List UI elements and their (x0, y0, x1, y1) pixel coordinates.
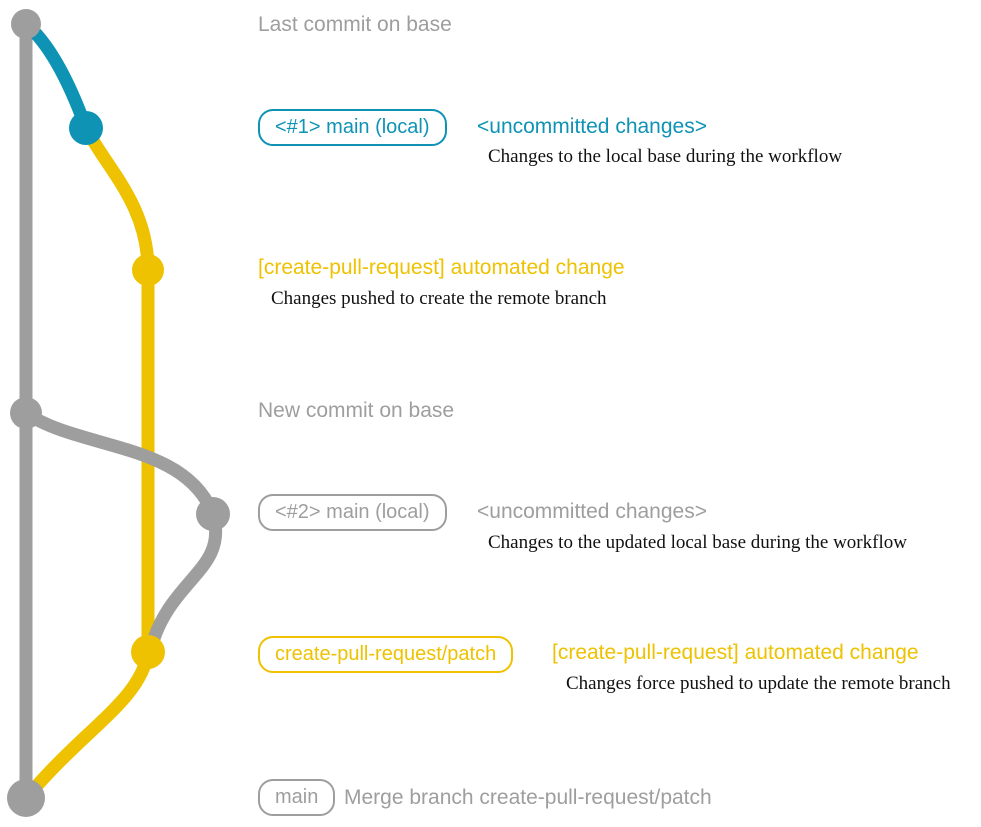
local-main-branch-curve (19, 17, 93, 135)
branch-badge-main-local-2: <#2> main (local) (258, 494, 447, 531)
commit-dot-local-main-1 (69, 111, 103, 145)
commit-dot-merge (7, 779, 45, 817)
commit-dot-new-base (10, 397, 42, 429)
automated-change-caption-2: Changes force pushed to update the remot… (566, 673, 951, 694)
last-commit-on-base-label: Last commit on base (258, 13, 452, 36)
new-commit-on-base-label: New commit on base (258, 399, 455, 422)
commit-dot-patch-2 (131, 635, 165, 669)
rebased-local-curve (144, 507, 223, 655)
new-base-to-local-curve (19, 406, 220, 521)
uncommitted-changes-caption-1: Changes to the local base during the wor… (488, 146, 843, 167)
merge-branch-label: Merge branch create-pull-request/patch (344, 786, 712, 809)
automated-change-label-1: [create-pull-request] automated change (258, 256, 625, 279)
branch-badge-patch: create-pull-request/patch (258, 636, 514, 673)
commit-dot-local-main-2 (196, 497, 230, 531)
patch-branch-line (79, 121, 155, 659)
uncommitted-changes-caption-2: Changes to the updated local base during… (488, 532, 907, 553)
branch-badge-main-local-1: <#1> main (local) (258, 109, 447, 146)
uncommitted-changes-label-2: <uncommitted changes> (477, 500, 707, 523)
commit-dot-patch-1 (132, 254, 164, 286)
commit-dot-last-base (11, 9, 41, 39)
automated-change-label-2: [create-pull-request] automated change (552, 641, 919, 664)
branch-badge-main: main (258, 779, 336, 816)
merge-curve (21, 645, 155, 803)
uncommitted-changes-label-1: <uncommitted changes> (477, 115, 707, 138)
automated-change-caption-1: Changes pushed to create the remote bran… (271, 288, 607, 309)
